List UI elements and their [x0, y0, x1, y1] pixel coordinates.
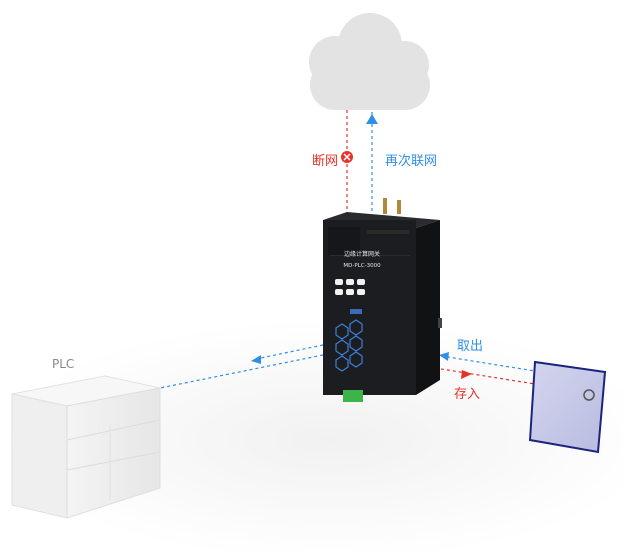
- plc-link-bottom: [159, 354, 324, 389]
- card-read-label: 取出: [457, 339, 484, 354]
- reconnect-arrow: [366, 114, 378, 124]
- plc-device: [11, 375, 161, 519]
- card-read-line: [434, 354, 536, 372]
- cloud-icon: [309, 13, 430, 110]
- card-write-line: [434, 367, 536, 385]
- plc-label: PLC: [52, 357, 75, 371]
- card-write-arrow: [461, 370, 472, 379]
- gateway-model: MD-PLC-3000: [343, 263, 381, 269]
- cloud-disconnect-label: 断网: [312, 154, 339, 169]
- gateway-device: 边缘计算网关 MD-PLC-3000: [323, 198, 442, 402]
- floor-shadow: [0, 320, 625, 551]
- gateway-title: 边缘计算网关: [344, 250, 380, 258]
- card-write-label: 存入: [454, 387, 481, 402]
- disconnect-icon: [341, 151, 353, 163]
- card-read-arrow: [439, 352, 449, 361]
- memory-card: [528, 360, 607, 454]
- plc-arrow: [251, 355, 261, 364]
- cloud-reconnect-label: 再次联网: [385, 154, 438, 169]
